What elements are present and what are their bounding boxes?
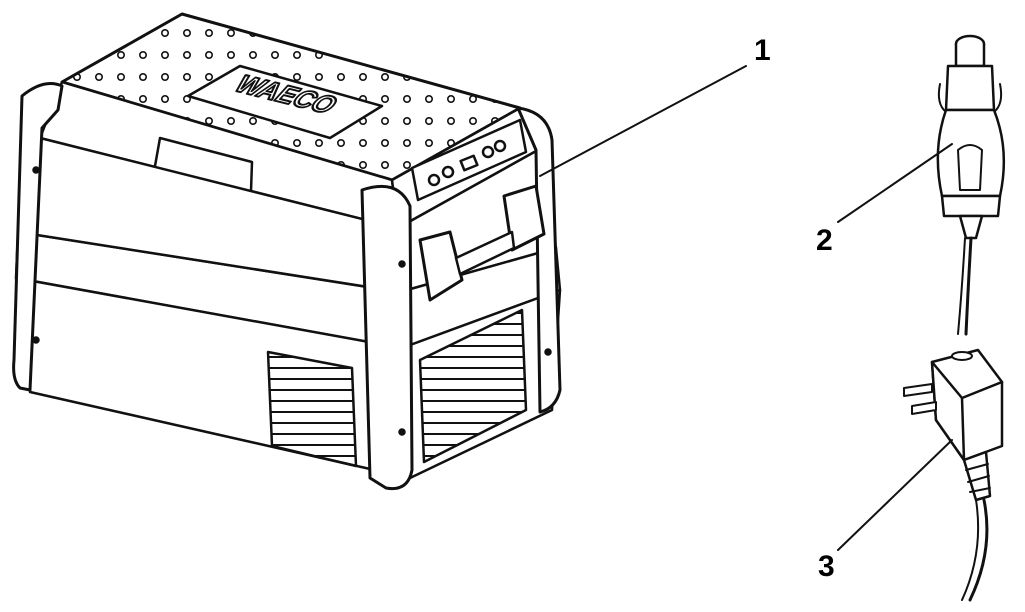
cooler-box: WAECO <box>12 12 562 491</box>
leader-line-1 <box>539 65 747 177</box>
callout-label-1: 1 <box>754 34 771 67</box>
carry-handle <box>418 184 546 302</box>
dc-cable <box>964 236 973 336</box>
leader-line-2 <box>837 143 953 223</box>
vent-grille-side <box>418 308 528 464</box>
dc-plug <box>936 34 1006 336</box>
callout-label-3: 3 <box>818 550 835 583</box>
callout-label-2: 2 <box>816 224 833 257</box>
callout-3: 3 <box>818 439 953 583</box>
control-panel <box>410 118 528 202</box>
leader-line-3 <box>837 439 953 551</box>
corner-bumper <box>360 185 414 491</box>
vent-grille-front <box>266 350 358 468</box>
ac-cable <box>968 498 989 602</box>
callout-1: 1 <box>539 34 771 177</box>
ac-plug <box>903 348 1004 602</box>
callout-2: 2 <box>816 143 953 257</box>
